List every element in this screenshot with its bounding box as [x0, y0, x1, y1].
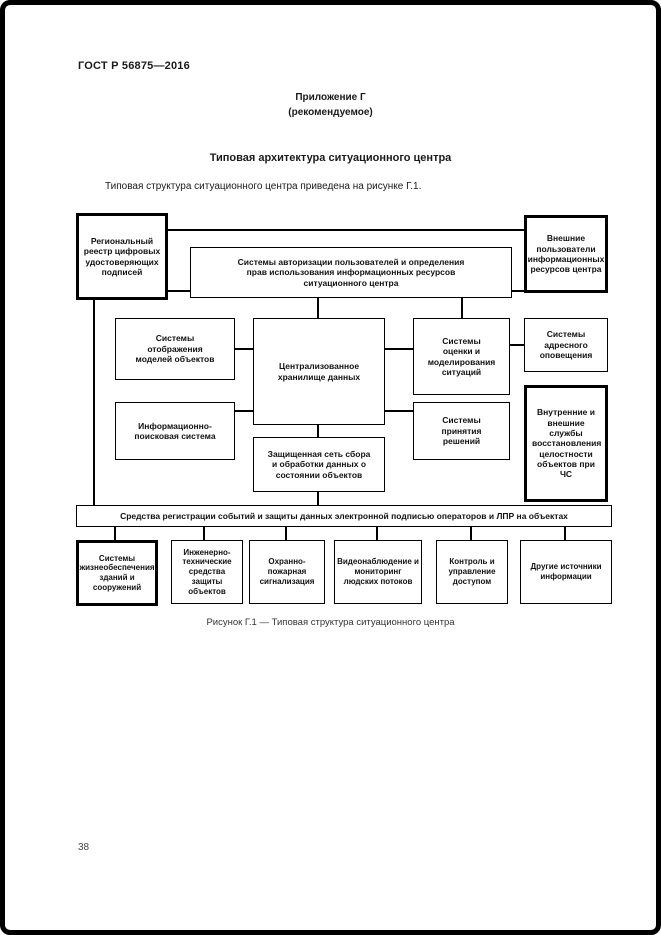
- connector-line: [114, 527, 116, 540]
- box-video-surveillance: Видеонаблюдение и мониторинг людских пот…: [334, 540, 422, 604]
- box-label: Контроль и управление доступом: [448, 557, 496, 586]
- intro-paragraph: Типовая структура ситуационного центра п…: [105, 181, 422, 192]
- box-label: Системы оценки и моделирования ситуаций: [427, 335, 496, 377]
- box-event-registration-bar: Средства регистрации событий и защиты да…: [76, 505, 612, 527]
- connector-line: [317, 425, 319, 437]
- connector-line: [461, 298, 463, 318]
- connector-line: [317, 492, 319, 505]
- box-recovery-services: Внутренние и внешние службы восстановлен…: [524, 385, 608, 502]
- connector-line: [470, 527, 472, 540]
- box-label: Системы адресного оповещения: [539, 329, 593, 361]
- connector-line: [285, 527, 287, 540]
- connector-line: [512, 290, 524, 292]
- box-label: Видеонаблюдение и мониторинг людских пот…: [337, 557, 419, 586]
- connector-line: [203, 527, 205, 540]
- box-engineering-protection: Инженерно-технические средства защиты об…: [171, 540, 243, 604]
- box-regional-registry: Региональный реестр цифровых удостоверяю…: [76, 213, 168, 300]
- appendix-label: Приложение Г: [295, 92, 366, 103]
- box-label: Системы авторизации пользователей и опре…: [237, 256, 465, 288]
- connector-line: [385, 348, 413, 350]
- box-authorization-systems: Системы авторизации пользователей и опре…: [190, 247, 512, 298]
- box-central-data-storage: Централизованное хранилище данных: [253, 318, 385, 425]
- standard-number: ГОСТ Р 56875—2016: [78, 60, 190, 72]
- box-secure-data-network: Защищенная сеть сбора и обработки данных…: [253, 437, 385, 492]
- box-label: Внутренние и внешние службы восстановлен…: [532, 407, 602, 480]
- box-other-info-sources: Другие источники информации: [520, 540, 612, 604]
- connector-line: [376, 527, 378, 540]
- box-label: Средства регистрации событий и защиты да…: [120, 510, 568, 521]
- box-label: Другие источники информации: [530, 562, 602, 581]
- connector-line: [235, 410, 253, 412]
- box-life-support-systems: Системы жизнеобеспечения зданий и сооруж…: [76, 540, 158, 606]
- box-targeted-alert-systems: Системы адресного оповещения: [524, 318, 608, 372]
- box-label: Защищенная сеть сбора и обработки данных…: [267, 448, 371, 480]
- box-fire-alarm: Охранно-пожарная сигнализация: [249, 540, 325, 604]
- box-label: Системы принятия решений: [441, 415, 482, 447]
- box-label: Инженерно-технические средства защиты об…: [182, 547, 232, 596]
- box-access-control: Контроль и управление доступом: [436, 540, 508, 604]
- connector-line: [235, 348, 253, 350]
- box-external-users: Внешние пользователи информационных ресу…: [524, 215, 608, 293]
- connector-line: [385, 410, 413, 412]
- connector-line: [168, 290, 190, 292]
- page-number: 38: [78, 842, 90, 853]
- connector-line: [564, 527, 566, 540]
- box-label: Информационно-поисковая система: [134, 420, 216, 441]
- box-label: Системы отображения моделей объектов: [135, 333, 215, 365]
- appendix-note: (рекомендуемое): [288, 107, 373, 118]
- box-assessment-modeling-systems: Системы оценки и моделирования ситуаций: [413, 318, 510, 395]
- connector-line: [510, 344, 524, 346]
- connector-line: [317, 298, 319, 318]
- connector-line: [168, 229, 524, 231]
- box-label: Региональный реестр цифровых удостоверяю…: [83, 235, 161, 277]
- box-model-display-systems: Системы отображения моделей объектов: [115, 318, 235, 380]
- box-label: Централизованное хранилище данных: [277, 361, 361, 382]
- box-label: Охранно-пожарная сигнализация: [259, 557, 315, 586]
- box-decision-making-systems: Системы принятия решений: [413, 402, 510, 460]
- connector-line: [93, 300, 95, 505]
- figure-caption: Рисунок Г.1 — Типовая структура ситуацио…: [206, 617, 455, 628]
- box-info-retrieval-system: Информационно-поисковая система: [115, 402, 235, 460]
- box-label: Системы жизнеобеспечения зданий и сооруж…: [79, 553, 155, 592]
- appendix-heading: Приложение Г (рекомендуемое): [0, 90, 661, 120]
- section-title: Типовая архитектура ситуационного центра: [209, 152, 452, 164]
- box-label: Внешние пользователи информационных ресу…: [527, 233, 605, 275]
